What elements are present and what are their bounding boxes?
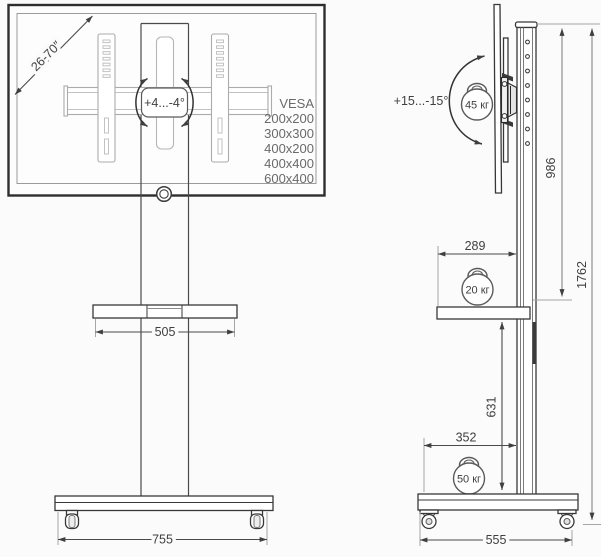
dim-shelf-width: 505 [95,319,235,343]
swivel-label-box [140,87,189,118]
tv-panel-side [493,3,503,194]
swivel-arrow-left [135,77,148,128]
base-side [417,493,579,511]
caster-front-right [249,509,265,530]
front-view: 26-70″ [7,3,326,550]
vesa-size-300x300: 300x300 [264,126,314,141]
dim-shelf-height: 631 [481,321,505,491]
shelf-depth-label: 289 [465,239,486,253]
vesa-size-list: VESA 200x200 300x300 400x200 400x400 600… [264,96,314,186]
tilt-arc-arrow [448,55,485,145]
kettlebell-screen-load: 45 кг [460,82,494,121]
vesa-title: VESA [279,96,314,111]
dim-base-front-depth: 352 [423,427,517,492]
total-height-label: 1762 [575,261,589,289]
base-load-label: 50 кг [457,474,481,486]
swivel-range-label: +4...-4° [144,96,185,110]
vesa-size-200x200: 200x200 [264,111,314,126]
shelf-load-label: 20 кг [465,285,489,297]
screen-load-label: 45 кг [465,100,489,112]
dim-base-depth: 555 [419,512,573,551]
swivel-arrow-right [181,77,194,128]
dim-column-height: 986 [541,28,565,297]
vesa-size-600x400: 600x400 [264,171,314,186]
dim-total-height: 1762 [572,28,595,521]
vesa-bracket-left [97,33,116,163]
caster-side-left [419,509,439,530]
shelf-height-label: 631 [485,397,499,418]
column-height-label: 986 [544,158,558,179]
shelf-front [92,304,238,319]
shelf-width-label: 505 [155,325,176,339]
kettlebell-shelf-load: 20 кг [461,267,494,306]
base-front [54,495,274,512]
base-width-label: 755 [152,533,173,547]
column-rear-cover [532,322,537,364]
shelf-side [436,306,531,320]
column-side [514,21,538,497]
dim-base-width: 755 [57,512,268,550]
screen-inner-frame [16,13,317,184]
kettlebell-base-load: 50 кг [452,456,486,495]
mount-bracket-side [500,73,518,127]
diagonal-size-arrow [14,15,93,95]
dim-shelf-depth: 289 [437,236,517,306]
base-front-depth-label: 352 [456,431,477,445]
vesa-size-400x400: 400x400 [264,156,314,171]
tilt-range-label: +15...-15° [394,94,449,108]
vesa-bracket-right [210,33,230,163]
caster-front-left [64,509,80,530]
vesa-size-400x200: 400x200 [264,141,314,156]
base-depth-label: 555 [486,533,507,547]
cable-hole [155,185,173,203]
side-view: +15...-15° 45 кг [394,3,601,551]
caster-side-right [557,509,577,530]
